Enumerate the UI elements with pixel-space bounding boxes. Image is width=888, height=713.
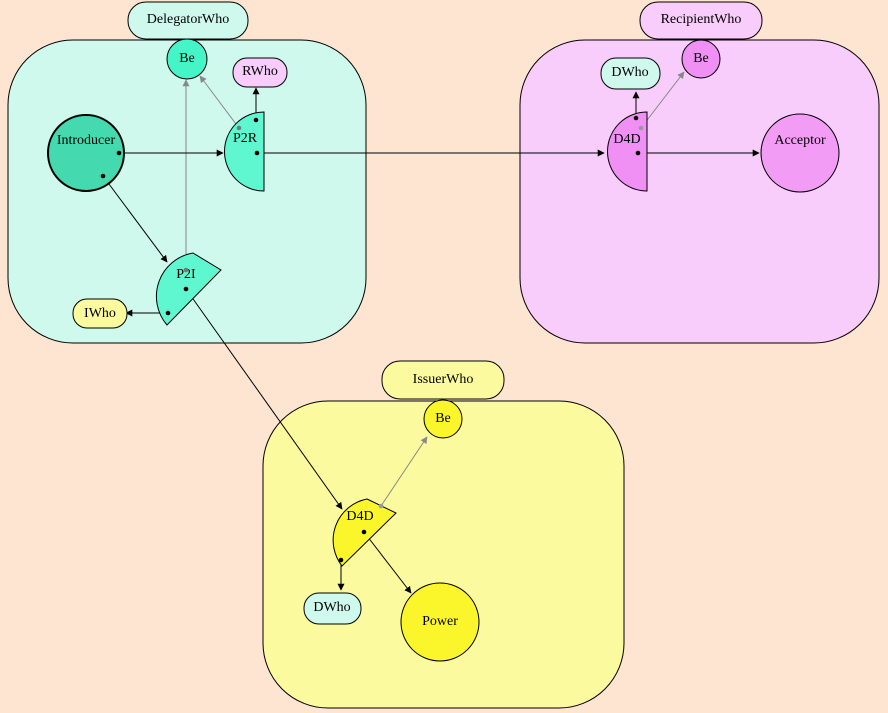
node-issuer-dwho[interactable]: DWho	[303, 592, 362, 625]
port-dot	[338, 557, 344, 563]
node-introducer-label: Introducer	[57, 133, 116, 148]
node-power-label: Power	[422, 614, 458, 629]
node-delegator-be[interactable]: Be	[166, 38, 208, 80]
node-power[interactable]: Power	[400, 582, 480, 662]
edge-recipient-d4d-to-be	[640, 71, 685, 129]
node-iwho[interactable]: IWho	[72, 298, 128, 329]
port-dots	[100, 115, 644, 563]
node-acceptor-label: Acceptor	[774, 133, 826, 148]
recipient-title: RecipientWho	[661, 12, 742, 27]
delegator-title: DelegatorWho	[147, 12, 229, 27]
port-dot	[361, 529, 367, 535]
port-dot	[100, 173, 106, 179]
node-iwho-label: IWho	[84, 306, 116, 321]
edge-issuer-d4d-to-be	[380, 436, 428, 507]
node-delegator-rwho[interactable]: RWho	[232, 57, 288, 88]
issuer-title: IssuerWho	[413, 372, 474, 387]
node-issuer-dwho-label: DWho	[313, 600, 350, 615]
node-p2r[interactable]: P2R	[224, 111, 265, 192]
port-dot	[236, 125, 242, 131]
recipient-title-tab	[639, 1, 763, 40]
node-recipient-be[interactable]: Be	[681, 39, 721, 79]
port-dot	[254, 150, 260, 156]
node-p2r-label: P2R	[233, 131, 258, 146]
node-p2i-label: P2I	[176, 267, 196, 282]
port-dot	[183, 267, 189, 273]
port-dot	[633, 115, 639, 121]
port-dot	[253, 117, 259, 123]
issuer-title-tab	[381, 360, 505, 400]
port-dot	[116, 150, 122, 156]
node-issuer-d4d-label: D4D	[346, 509, 373, 524]
node-recipient-dwho-label: DWho	[611, 65, 648, 80]
edge-introducer-to-p2i	[102, 175, 168, 263]
port-dot	[165, 310, 171, 316]
port-dot	[378, 503, 384, 509]
node-p2i[interactable]: P2I	[155, 252, 222, 326]
edge-p2i-to-issuer-d4d	[185, 288, 343, 510]
port-dot	[638, 125, 644, 131]
edge-p2r-to-be	[199, 75, 240, 129]
node-issuer-be[interactable]: Be	[423, 399, 463, 439]
node-recipient-d4d[interactable]: D4D	[607, 111, 648, 192]
node-introducer[interactable]: Introducer	[47, 114, 125, 192]
node-recipient-d4d-label: D4D	[613, 132, 640, 147]
node-recipient-be-label: Be	[693, 51, 709, 66]
edges	[102, 71, 760, 594]
node-recipient-dwho[interactable]: DWho	[600, 57, 661, 90]
node-delegator-rwho-label: RWho	[242, 64, 278, 79]
node-issuer-be-label: Be	[435, 411, 451, 426]
port-dot	[183, 286, 189, 292]
edge-issuer-d4d-to-power	[363, 531, 412, 594]
issuer-container: IssuerWho	[262, 360, 625, 709]
node-acceptor[interactable]: Acceptor	[760, 113, 840, 193]
port-dot	[635, 150, 641, 156]
node-delegator-be-label: Be	[179, 51, 195, 66]
